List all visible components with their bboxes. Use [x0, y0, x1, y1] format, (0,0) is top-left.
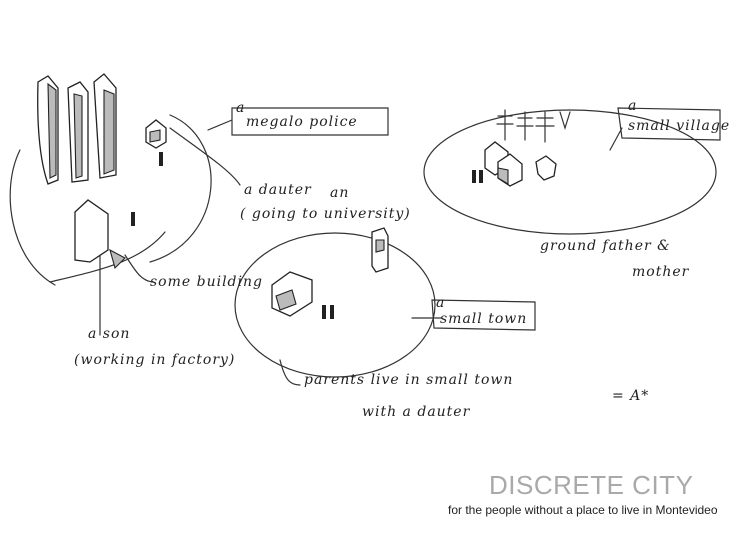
town-tower [371, 227, 389, 273]
town-houses [271, 271, 313, 317]
house-icon [145, 119, 167, 149]
daughter-label: a dauter [244, 182, 312, 198]
leader-line [207, 119, 233, 131]
caption-title: DISCRETE CITY [489, 470, 694, 500]
leader-line [169, 127, 241, 186]
megalopolis-label-box [231, 107, 389, 136]
building-label: some building [150, 274, 263, 290]
label-prefix: a [436, 295, 445, 311]
person-icon [159, 152, 163, 166]
megalopolis-boundary [9, 114, 212, 286]
leader-line [279, 359, 301, 386]
person-icons [322, 305, 334, 319]
daughter-an-label: an [330, 185, 349, 201]
village-label-box [617, 107, 721, 141]
person-icon [131, 212, 135, 226]
son-label: a son [88, 326, 130, 342]
village-boundary [423, 109, 717, 235]
town-label: small town [440, 311, 527, 327]
label-prefix: a [628, 98, 637, 114]
person-icons [472, 170, 483, 183]
town-boundary [234, 232, 436, 378]
village-label: small village [628, 118, 730, 134]
caption-subtitle: for the people without a place to live i… [448, 503, 718, 517]
megalopolis-label: megalo police [246, 114, 358, 130]
son-note: (working in factory) [74, 352, 235, 368]
parents-label-2: with a dauter [362, 404, 471, 420]
grandparents-label-2: mother [632, 264, 690, 280]
leader-line [609, 127, 623, 151]
equation-label: = A* [612, 388, 649, 404]
village-houses [484, 141, 557, 187]
grandparents-label: ground father & [540, 238, 671, 254]
tower-buildings [37, 73, 117, 185]
daughter-note: ( going to university) [240, 206, 411, 222]
town-label-box [431, 299, 536, 331]
tree-icons [496, 109, 571, 143]
leader-line [99, 254, 153, 336]
factory-building [74, 199, 126, 270]
parents-label: parents live in small town [304, 372, 513, 388]
label-prefix: a [236, 100, 245, 116]
